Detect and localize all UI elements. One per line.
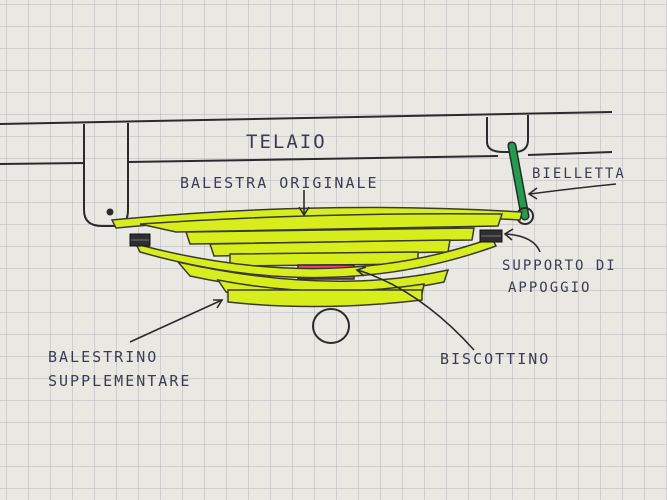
annotation-arrows (129, 183, 617, 351)
arrow-balestrino (129, 299, 223, 343)
telaio-frame (0, 111, 613, 165)
label-biscottino: BISCOTTINO (440, 350, 550, 368)
label-bielletta: BIELLETTA (532, 166, 626, 182)
label-balestrino-line1: BALESTRINO (48, 348, 158, 366)
balestra-originale (110, 206, 523, 267)
left-spring-hanger (83, 123, 129, 227)
main-leaf-3 (184, 227, 475, 245)
left-hanger-pin (106, 208, 114, 216)
arrow-supporto (505, 233, 541, 253)
supporto-appoggio-right (479, 229, 503, 243)
axle-circle (312, 308, 350, 344)
supp-leaf-1 (134, 237, 498, 279)
arrow-bielletta (529, 183, 617, 195)
label-balestra-originale: BALESTRA ORIGINALE (180, 174, 379, 192)
arrow-biscottino (357, 269, 475, 351)
label-supporto-line2: APPOGGIO (508, 280, 591, 296)
balestrino-supplementare (134, 237, 498, 308)
label-telaio: TELAIO (246, 131, 327, 153)
supporto-appoggio-left (129, 233, 151, 247)
main-leaf-2 (139, 212, 504, 233)
label-supporto-line1: SUPPORTO DI (502, 258, 617, 274)
label-balestrino-line2: SUPPLEMENTARE (48, 372, 191, 390)
